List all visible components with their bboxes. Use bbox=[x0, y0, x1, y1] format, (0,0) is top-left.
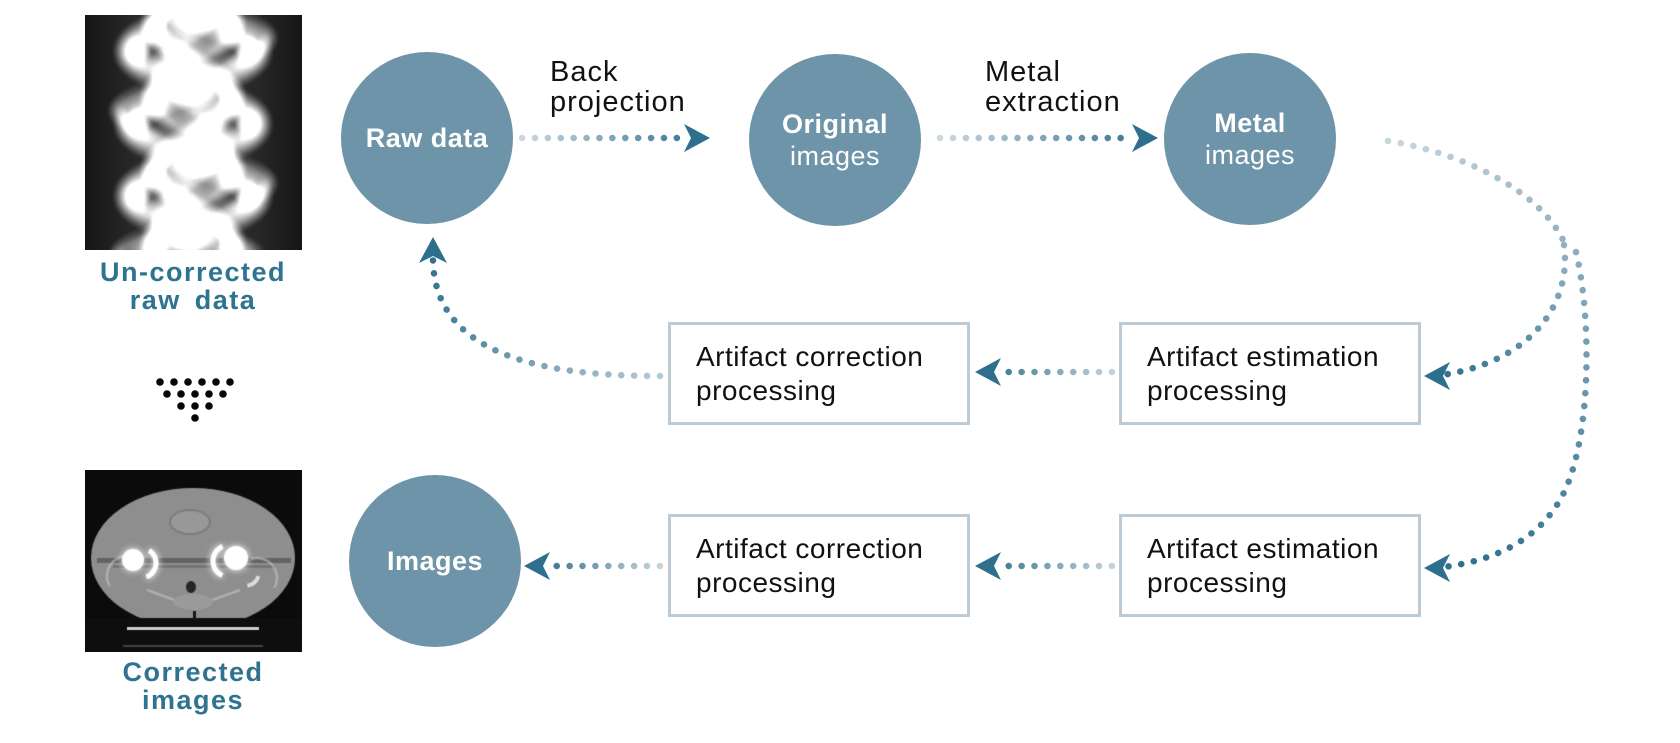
box-artifact-correction-row1: Artifact correction processing bbox=[668, 322, 970, 425]
box-artifact-estimation-row1-line2: processing bbox=[1147, 374, 1288, 406]
uncorrected-caption: Un-corrected raw data bbox=[43, 258, 343, 314]
node-metal-label-regular: images bbox=[1204, 140, 1296, 170]
corrected-caption: Corrected images bbox=[43, 658, 343, 714]
arrowhead-left-icon bbox=[975, 358, 1001, 386]
box-artifact-correction-row1-line1: Artifact correction bbox=[696, 340, 924, 372]
node-raw-data: Raw data bbox=[341, 52, 513, 224]
arrowhead-left-icon bbox=[975, 552, 1001, 580]
box-artifact-estimation-row2-line2: processing bbox=[1147, 566, 1288, 598]
box-artifact-correction-row2: Artifact correction processing bbox=[668, 514, 970, 617]
edge-to-estimation-row1 bbox=[1438, 241, 1569, 379]
box-artifact-estimation-row1: Artifact estimation processing bbox=[1119, 322, 1421, 425]
uncorrected-caption-line2: raw data bbox=[129, 285, 257, 315]
box-artifact-estimation-row2: Artifact estimation processing bbox=[1119, 514, 1421, 617]
node-original-label-bold: Original bbox=[781, 109, 888, 139]
box-artifact-correction-row1-line2: processing bbox=[696, 374, 837, 406]
back-projection-label-line2: projection bbox=[550, 86, 686, 118]
dotted-triangle-down-icon bbox=[156, 378, 234, 422]
box-artifact-correction-row2-line1: Artifact correction bbox=[696, 532, 924, 564]
metal-extraction-label-line2: extraction bbox=[985, 86, 1121, 118]
arrowhead-right-icon bbox=[1132, 124, 1158, 152]
node-images: Images bbox=[349, 475, 521, 647]
edge-metal-images-out bbox=[1384, 137, 1568, 246]
node-original-images: Original images bbox=[749, 54, 921, 226]
corrected-caption-line1: Corrected bbox=[122, 657, 264, 687]
arrowhead-left-icon bbox=[1424, 362, 1450, 390]
arrowhead-right-icon bbox=[684, 124, 710, 152]
edge-to-estimation-row2 bbox=[1440, 248, 1590, 571]
edge-correction-to-raw-data bbox=[429, 254, 664, 380]
arrowhead-left-icon bbox=[1424, 554, 1450, 582]
box-artifact-correction-row2-line2: processing bbox=[696, 566, 837, 598]
uncorrected-caption-line1: Un-corrected bbox=[99, 257, 287, 287]
sinogram-image bbox=[85, 15, 302, 250]
back-projection-label: Back projection bbox=[550, 57, 686, 117]
node-metal-images: Metal images bbox=[1164, 53, 1336, 225]
node-metal-label-bold: Metal bbox=[1214, 108, 1286, 138]
node-original-label-regular: images bbox=[789, 141, 881, 171]
node-images-label: Images bbox=[386, 546, 484, 576]
node-raw-data-label: Raw data bbox=[365, 123, 489, 153]
ct-image bbox=[85, 470, 302, 652]
corrected-caption-line2: images bbox=[141, 685, 245, 715]
metal-extraction-label-line1: Metal bbox=[985, 56, 1061, 88]
back-projection-label-line1: Back bbox=[550, 56, 619, 88]
box-artifact-estimation-row1-line1: Artifact estimation bbox=[1147, 340, 1380, 372]
box-artifact-estimation-row2-line1: Artifact estimation bbox=[1147, 532, 1380, 564]
metal-extraction-label: Metal extraction bbox=[985, 57, 1121, 117]
arrowhead-left-icon bbox=[524, 552, 550, 580]
arrowhead-up-icon bbox=[419, 237, 447, 263]
